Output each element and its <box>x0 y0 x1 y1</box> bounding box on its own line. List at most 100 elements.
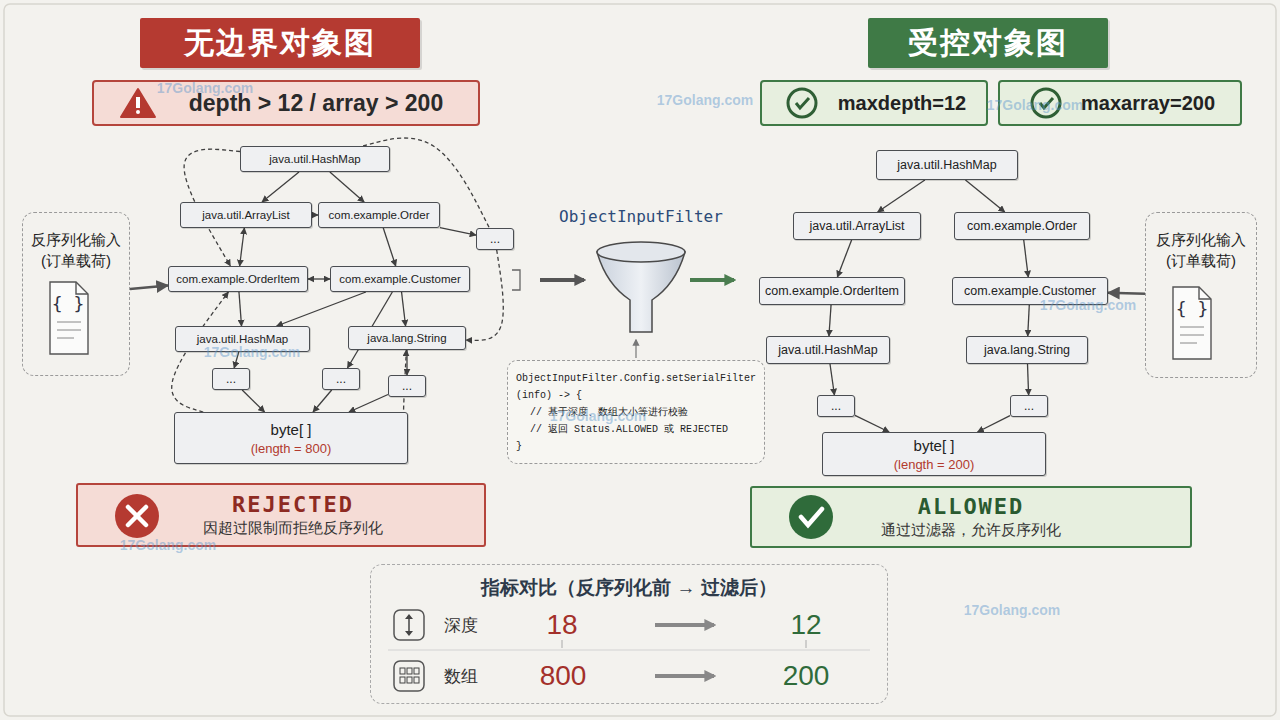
node-text: (length = 800) <box>251 441 332 456</box>
node-text: com.example.Order <box>967 219 1077 233</box>
node-text: java.util.HashMap <box>197 333 288 345</box>
node-text: byte[ ] <box>271 421 312 438</box>
class-node: java.lang.String <box>966 336 1088 364</box>
metric-arrow <box>655 674 714 678</box>
metric-after: 12 <box>790 609 821 641</box>
node-text: java.util.ArrayList <box>809 219 904 233</box>
reference-arrow <box>383 228 395 266</box>
reference-arrow <box>1028 305 1030 336</box>
class-node: java.lang.String <box>348 326 466 350</box>
node-text: com.example.Customer <box>339 273 460 285</box>
array-node: byte[ ](length = 200) <box>822 432 1046 476</box>
section-banner: 受控对象图 <box>868 18 1108 68</box>
array-icon <box>394 661 424 691</box>
watermark: 17Golang.com <box>204 344 300 360</box>
node-text: ... <box>831 399 841 413</box>
reference-arrow <box>406 350 407 375</box>
node-text: java.lang.String <box>367 332 446 344</box>
watermark: 17Golang.com <box>657 92 753 108</box>
class-node: com.example.Order <box>318 202 440 228</box>
class-node: java.util.ArrayList <box>793 212 921 240</box>
watermark: 17Golang.com <box>157 80 253 96</box>
config-arrow <box>635 340 636 358</box>
flow-arrow <box>540 278 584 282</box>
metric-before: 18 <box>546 609 577 641</box>
watermark: 17Golang.com <box>1040 297 1136 313</box>
reference-arrow <box>1108 292 1145 295</box>
reference-arrow <box>240 228 245 266</box>
ellipsis-node: ... <box>1010 395 1048 417</box>
class-node: com.example.OrderItem <box>168 266 308 292</box>
reference-arrow <box>829 305 831 336</box>
reference-arrow <box>878 180 925 212</box>
class-node: java.util.ArrayList <box>180 202 312 228</box>
result-box: ALLOWED 通过过滤器，允许反序列化 <box>750 486 1192 548</box>
reference-arrow <box>978 416 1010 432</box>
node-text: ObjectInputFilter.Config.setSerialFilter <box>516 370 756 387</box>
reference-arrow <box>402 292 406 326</box>
node-text: 受控对象图 <box>908 23 1068 64</box>
reference-arrow <box>349 395 388 412</box>
node-text: 通过过滤器，允许反序列化 <box>881 521 1061 540</box>
warning-icon <box>121 89 155 117</box>
ellipsis-node: ... <box>817 395 855 417</box>
node-text: 无边界对象图 <box>184 23 376 64</box>
reference-arrow <box>242 390 264 412</box>
ellipsis-node: ... <box>322 368 360 390</box>
document-icon <box>50 282 88 354</box>
graph-bracket <box>512 270 520 290</box>
ellipsis-node: ... <box>476 228 514 250</box>
metric-tick <box>562 640 563 648</box>
class-node: java.util.HashMap <box>876 150 1018 180</box>
node-text: } <box>516 438 522 455</box>
metric-name: 深度 <box>444 614 478 637</box>
filter-label: ObjectInputFilter <box>559 207 723 226</box>
class-node: java.util.HashMap <box>766 336 890 364</box>
reference-arrow <box>130 285 168 289</box>
flow-arrow <box>690 278 734 282</box>
reference-arrow <box>308 278 330 279</box>
node-text: 因超过限制而拒绝反序列化 <box>203 519 383 538</box>
metric-before: 800 <box>540 660 587 692</box>
node-text: maxdepth=12 <box>838 92 966 115</box>
reject-icon <box>115 494 159 538</box>
class-node: java.util.HashMap <box>240 146 390 172</box>
reference-arrow <box>440 228 476 235</box>
metric-tick <box>806 640 807 648</box>
section-banner: 无边界对象图 <box>140 18 420 68</box>
node-text: com.example.Customer <box>964 284 1096 298</box>
node-text: 反序列化输入 (订单载荷) <box>1152 229 1250 271</box>
reference-arrow <box>965 180 1004 212</box>
node-text: java.util.HashMap <box>897 158 996 172</box>
depth-icon <box>394 610 424 640</box>
warning-box: depth > 12 / array > 200 <box>92 80 480 126</box>
node-text: maxarray=200 <box>1081 92 1215 115</box>
reference-arrow <box>855 415 889 432</box>
reference-arrow <box>262 172 299 202</box>
node-text: java.util.HashMap <box>269 153 360 165</box>
metric-divider <box>388 650 870 651</box>
watermark: 17Golang.com <box>964 602 1060 618</box>
watermark: 17Golang.com <box>120 537 216 553</box>
allow-icon <box>789 495 833 539</box>
node-text: ... <box>490 232 500 246</box>
metric-after: 200 <box>783 660 830 692</box>
reference-arrow <box>277 292 366 326</box>
node-text: (length = 200) <box>894 457 975 472</box>
ellipsis-node: ... <box>388 375 426 397</box>
node-text: ALLOWED <box>918 494 1025 519</box>
class-node: com.example.Customer <box>330 266 470 292</box>
ellipsis-node: ... <box>212 368 250 390</box>
input-box: 反序列化输入 (订单载荷) <box>1145 212 1257 378</box>
array-node: byte[ ] (length = 800) <box>174 412 408 464</box>
node-text: java.util.ArrayList <box>202 209 290 221</box>
funnel-rim <box>597 242 685 262</box>
node-text: com.example.Order <box>329 209 430 221</box>
reference-arrow <box>837 240 851 277</box>
reference-arrow <box>830 364 834 395</box>
icon-glyph: { } <box>52 293 85 314</box>
node-text: com.example.OrderItem <box>176 273 299 285</box>
reference-arrow <box>1028 364 1029 395</box>
node-text: ... <box>402 379 412 393</box>
